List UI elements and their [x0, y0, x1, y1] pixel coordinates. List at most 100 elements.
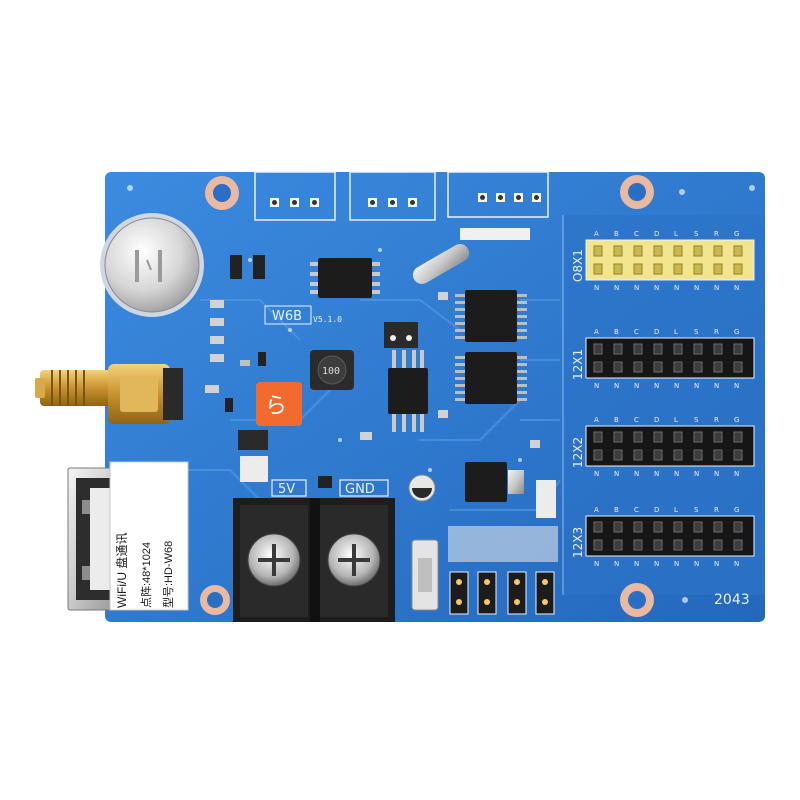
header-pin: [633, 263, 643, 275]
header-pin: [673, 263, 683, 275]
pin-letter: S: [694, 328, 699, 336]
header-pin: [593, 361, 603, 373]
header-pin: [613, 449, 623, 461]
header-pin: [713, 431, 723, 443]
ic-u1-upper: [455, 290, 527, 342]
hub-headers: ANBNCNDNLNSNRNGNO8X1ANBNCNDNLNSNRNGN12X1…: [571, 230, 755, 568]
header-pin: [733, 431, 743, 443]
pin-letter: L: [674, 416, 678, 424]
wifi-module-line2: 点阵:48*1024: [139, 542, 153, 608]
label-gnd: GND: [345, 482, 375, 497]
pin-letter: N: [674, 470, 679, 478]
pin-letter: A: [594, 416, 599, 424]
header-pin: [693, 449, 703, 461]
header-pin: [733, 263, 743, 275]
pin-letter: N: [694, 284, 699, 292]
ic-u1-lower: [455, 352, 527, 404]
pin-letter: B: [614, 230, 619, 238]
pin-letter: N: [614, 382, 619, 390]
header-pin: [593, 245, 603, 257]
pin-letter: C: [634, 230, 639, 238]
label-5v: 5V: [278, 482, 295, 497]
serial-silk: 2043: [714, 592, 750, 608]
hub-label: O8X1: [571, 249, 585, 282]
header-pin: [613, 245, 623, 257]
pin-letter: C: [634, 416, 639, 424]
pin-letter: N: [734, 382, 739, 390]
header-pin: [633, 343, 643, 355]
hub-label: 12X1: [571, 349, 585, 380]
header-pin: [613, 431, 623, 443]
hub-header-body: [585, 515, 755, 557]
ic-u2: [310, 258, 380, 298]
pin-letter: N: [634, 560, 639, 568]
header-pin: [593, 343, 603, 355]
logo-chip: ら: [256, 382, 302, 426]
pin-letter: N: [594, 284, 599, 292]
pin-letter: N: [594, 560, 599, 568]
pin-letter: N: [694, 470, 699, 478]
wifi-module-line3: 型号:HD-W68: [161, 541, 175, 608]
header-pin: [733, 539, 743, 551]
header-pin: [653, 245, 663, 257]
header-pin: [653, 263, 663, 275]
model-silk: W6B: [272, 309, 302, 324]
top-connectors: [254, 171, 549, 221]
header-pin: [593, 431, 603, 443]
header-pin: [713, 449, 723, 461]
tact-switch: [411, 539, 439, 611]
header-pin: [673, 539, 683, 551]
header-pin: [613, 263, 623, 275]
header-pin: [713, 539, 723, 551]
pin-letter: G: [734, 416, 739, 424]
header-pin: [693, 263, 703, 275]
header-pin: [733, 449, 743, 461]
pin-letter: N: [634, 284, 639, 292]
header-pin: [733, 361, 743, 373]
bottom-jumpers: [448, 526, 558, 615]
header-pin: [633, 539, 643, 551]
logo-glyph: ら: [265, 394, 287, 419]
header-pin: [693, 521, 703, 533]
pin-letter: N: [694, 382, 699, 390]
pin-letter: N: [614, 560, 619, 568]
pin-letter: L: [674, 506, 678, 514]
pin-letter: N: [654, 382, 659, 390]
pin-letter: A: [594, 328, 599, 336]
pin-letter: D: [654, 230, 659, 238]
hub-header-body: [585, 239, 755, 281]
pin-letter: S: [694, 506, 699, 514]
header-pin: [713, 343, 723, 355]
regulator-u5: [465, 462, 524, 502]
pin-letter: N: [654, 470, 659, 478]
header-pin: [713, 245, 723, 257]
header-pin: [693, 431, 703, 443]
pin-letter: B: [614, 328, 619, 336]
pin-letter: B: [614, 506, 619, 514]
wifi-module-line1: WiFi/U 盘通讯: [114, 533, 129, 608]
header-pin: [653, 539, 663, 551]
crystal-oscillator: [412, 244, 470, 284]
pin-letter: N: [734, 470, 739, 478]
header-pin: [713, 263, 723, 275]
header-pin: [653, 521, 663, 533]
version-silk: V5.1.0: [313, 315, 342, 324]
header-pin: [673, 431, 683, 443]
pin-letter: N: [714, 470, 719, 478]
power-terminal-block: [233, 498, 395, 622]
header-pin: [673, 343, 683, 355]
header-pin: [613, 521, 623, 533]
header-pin: [613, 539, 623, 551]
header-pin: [693, 361, 703, 373]
header-pin: [613, 361, 623, 373]
header-pin: [693, 343, 703, 355]
hub-label: 12X2: [571, 437, 585, 468]
header-pin: [713, 521, 723, 533]
pin-letter: N: [734, 284, 739, 292]
pin-letter: N: [594, 470, 599, 478]
pin-letter: L: [674, 328, 678, 336]
header-pin: [633, 431, 643, 443]
header-pin: [653, 431, 663, 443]
pin-letter: G: [734, 506, 739, 514]
pin-letter: B: [614, 416, 619, 424]
